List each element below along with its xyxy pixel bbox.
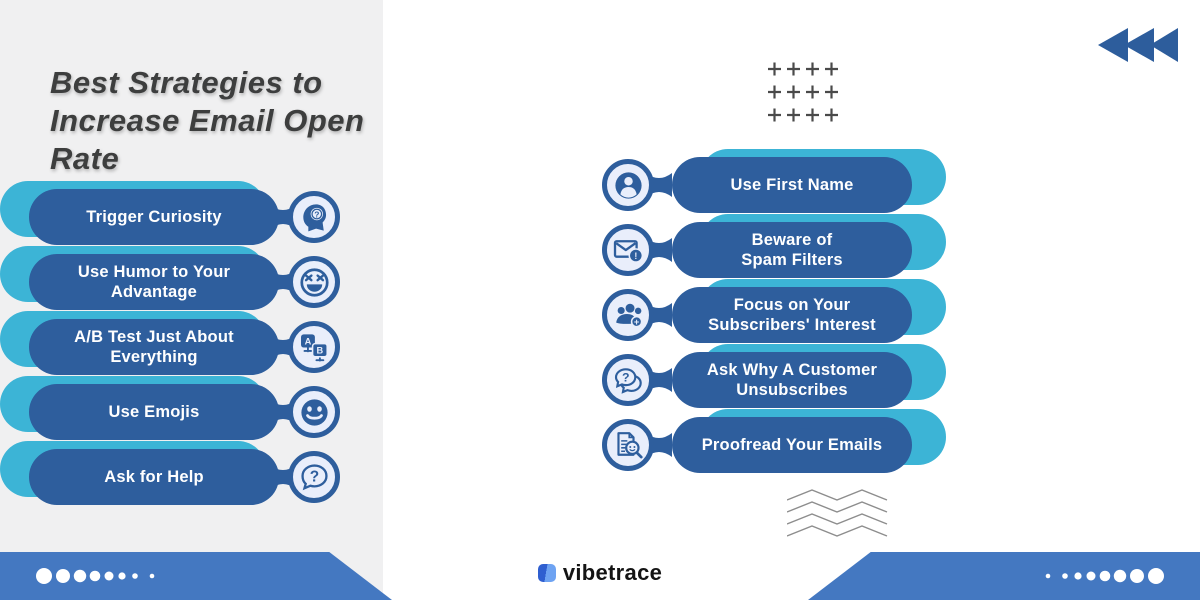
- proofread-magnifier-icon: [602, 419, 654, 471]
- brand-name: vibetrace: [562, 560, 663, 585]
- user-icon: [602, 159, 654, 211]
- strategy-label: Focus on Your Subscribers' Interest: [672, 287, 912, 343]
- vibetrace-mark-icon: [537, 564, 556, 582]
- laughing-face-icon: [288, 256, 340, 308]
- strategy-label: Proofread Your Emails: [672, 417, 912, 473]
- audience-plus-icon: +: [602, 289, 654, 341]
- strategy-label: Use Humor to Your Advantage: [29, 254, 279, 310]
- bottom-left-band: [0, 552, 392, 600]
- svg-text:?: ?: [309, 468, 318, 485]
- svg-text:B: B: [316, 345, 323, 355]
- page-title: Best Strategies to Increase Email Open R…: [50, 65, 365, 176]
- strategy-label: Use Emojis: [29, 384, 279, 440]
- svg-text:A: A: [304, 336, 311, 346]
- svg-text:+: +: [633, 317, 639, 327]
- strategy-label: Use First Name: [672, 157, 912, 213]
- head-question-icon: ?: [288, 191, 340, 243]
- fast-rewind-icon: [1094, 27, 1178, 68]
- svg-text:!: !: [634, 250, 637, 260]
- zigzag-lines-pattern: [786, 487, 891, 544]
- ab-test-icon: A B: [288, 321, 340, 373]
- brand-logo: vibetrace: [0, 560, 1200, 586]
- fading-dots-left: [36, 568, 155, 584]
- plus-grid-pattern: [767, 62, 841, 129]
- fading-dots-right: [1045, 568, 1164, 584]
- spam-mail-icon: !: [602, 224, 654, 276]
- chat-question-icon: ?: [602, 354, 654, 406]
- strategy-label: Ask for Help: [29, 449, 279, 505]
- question-bubble-icon: ?: [288, 451, 340, 503]
- strategy-label: Trigger Curiosity: [29, 189, 279, 245]
- strategy-label: A/B Test Just About Everything: [29, 319, 279, 375]
- svg-text:?: ?: [622, 370, 630, 384]
- bottom-right-band: [808, 552, 1200, 600]
- svg-text:?: ?: [314, 209, 319, 219]
- strategy-label: Beware of Spam Filters: [672, 222, 912, 278]
- smiley-face-icon: [288, 386, 340, 438]
- strategy-label: Ask Why A Customer Unsubscribes: [672, 352, 912, 408]
